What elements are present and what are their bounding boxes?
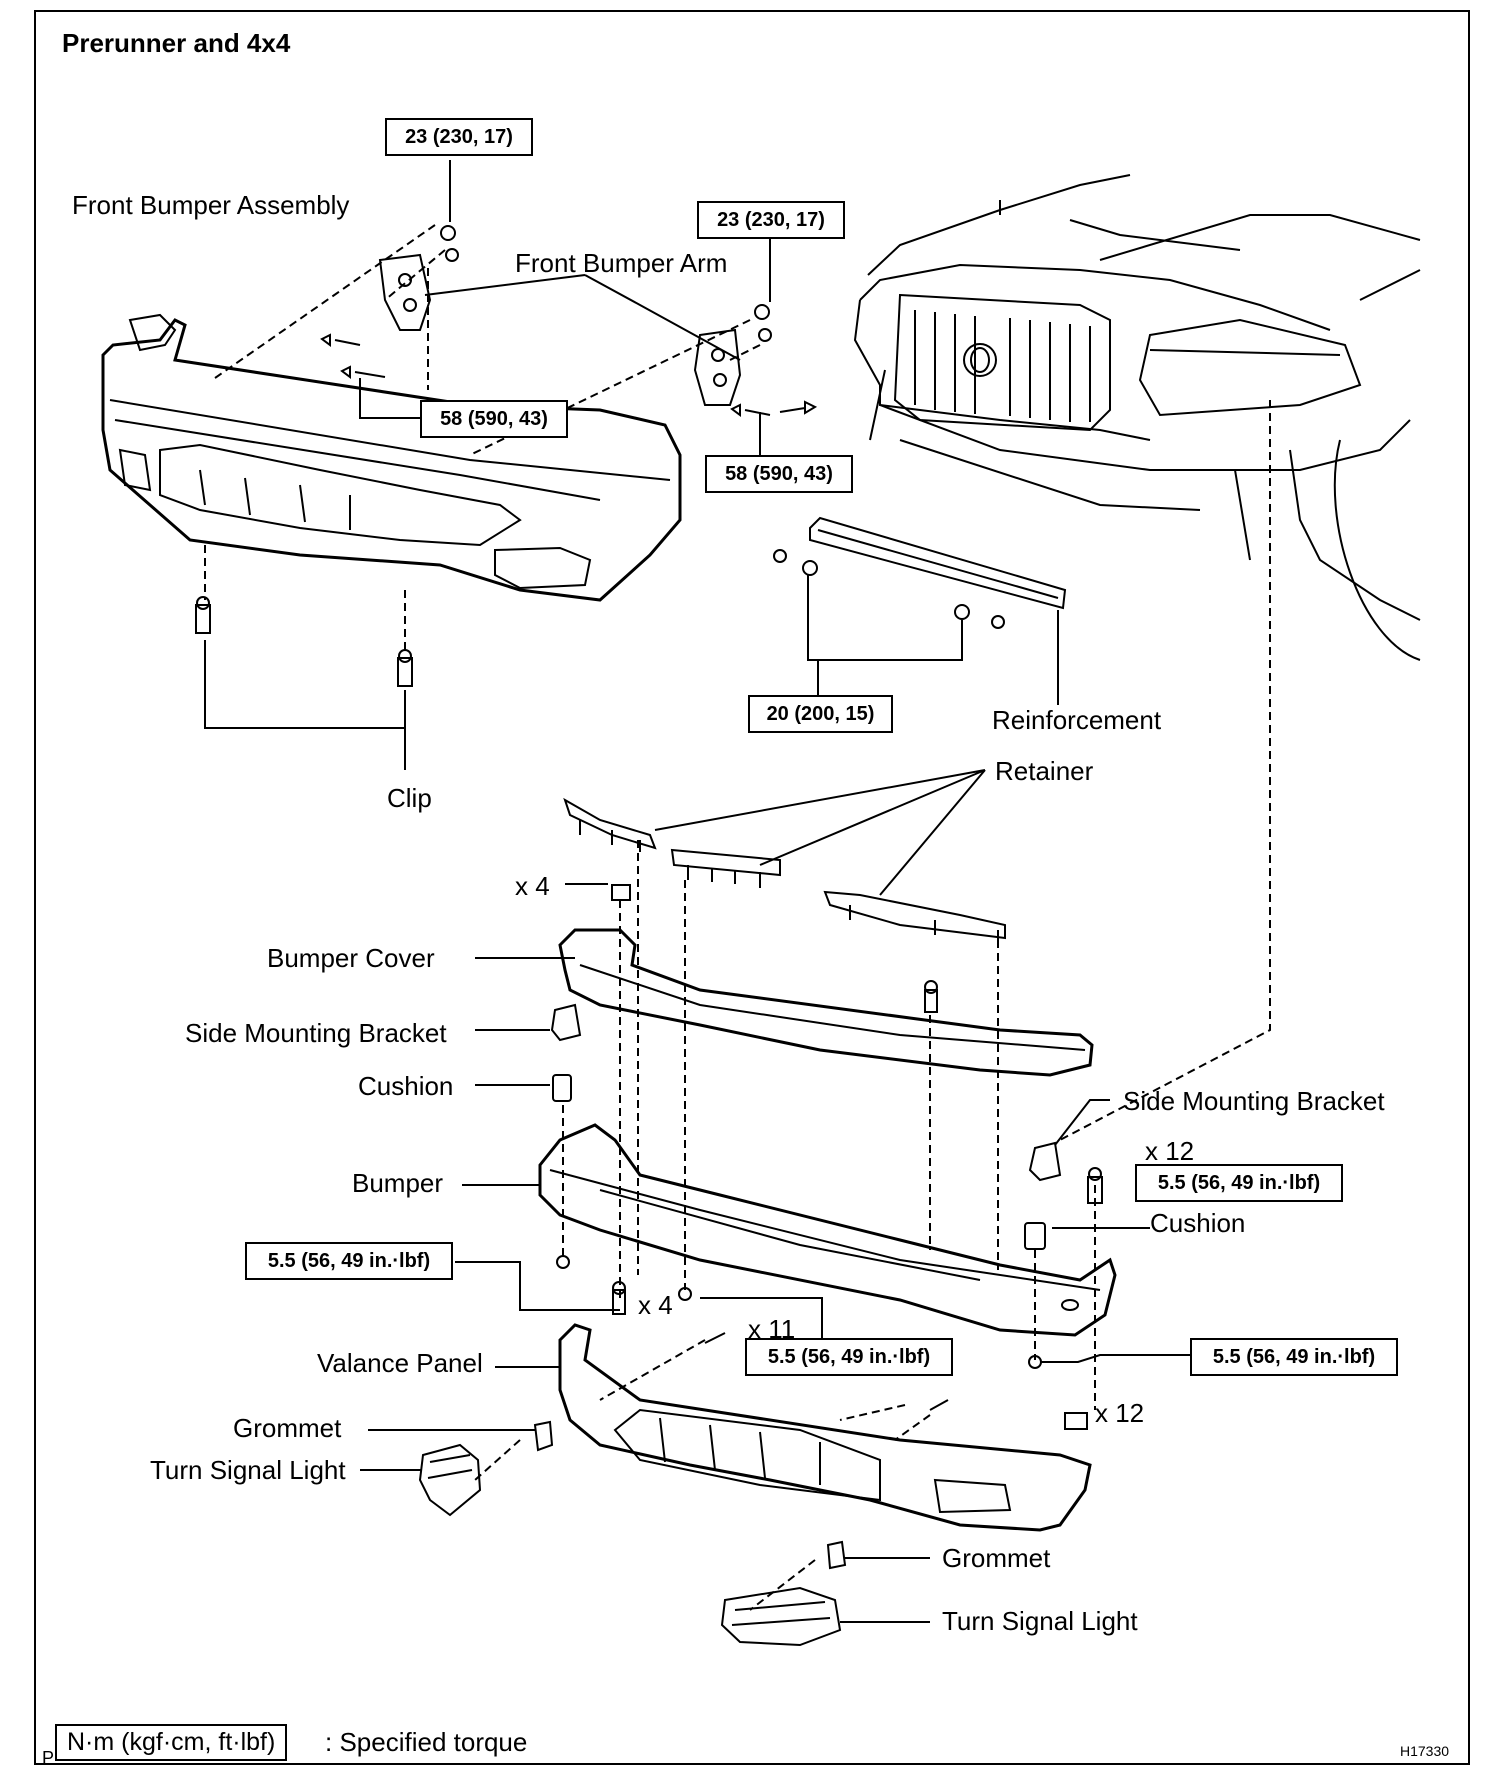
vehicle-front — [853, 174, 1421, 661]
legend-torque-unit: N·m (kgf·cm, ft·lbf) — [55, 1724, 288, 1761]
fasteners-lower — [455, 1167, 1190, 1430]
diagram-frame — [34, 10, 1470, 1765]
label-clip: Clip — [387, 783, 432, 813]
label-turn-signal-light-bottom: Turn Signal Light — [942, 1606, 1138, 1636]
alignment-lines — [474, 400, 1271, 1611]
diagram-title: Prerunner and 4x4 — [62, 28, 291, 58]
bumper-part — [462, 1123, 1117, 1337]
torque-box-arm-bolt-left: 58 (590, 43) — [420, 400, 568, 438]
label-side-mounting-bracket-right: Side Mounting Bracket — [1123, 1086, 1385, 1116]
label-valance-panel: Valance Panel — [317, 1348, 483, 1378]
label-x12-top: x 12 — [1145, 1136, 1195, 1166]
front-bumper-assembly — [101, 313, 682, 602]
torque-box-arm-nut-left: 23 (230, 17) — [385, 118, 533, 156]
figure-id: H17330 — [1400, 1743, 1450, 1759]
torque-box-arm-bolt-right: 58 (590, 43) — [705, 455, 853, 493]
bumper-cover-part — [475, 928, 1094, 1077]
legend-torque-meaning: : Specified torque — [325, 1727, 528, 1757]
retainer-parts — [563, 769, 1006, 944]
label-x11: x 11 — [748, 1314, 796, 1344]
label-x12-bottom: x 12 — [1095, 1398, 1145, 1428]
label-x4-top: x 4 — [515, 871, 550, 901]
label-front-bumper-assembly: Front Bumper Assembly — [72, 190, 350, 220]
grommet-and-lights — [360, 1420, 930, 1647]
label-side-mounting-bracket-left: Side Mounting Bracket — [185, 1018, 447, 1048]
front-bumper-arm-parts — [214, 160, 818, 456]
valance-panel-part — [495, 1323, 1092, 1532]
label-grommet-left: Grommet — [233, 1413, 342, 1443]
label-bumper: Bumper — [352, 1168, 444, 1198]
torque-box-valance-bolt: 5.5 (56, 49 in.·lbf) — [745, 1338, 953, 1376]
label-grommet-bottom: Grommet — [942, 1543, 1051, 1573]
brackets-and-cushions — [475, 1003, 1150, 1250]
clip-parts — [195, 545, 413, 770]
label-turn-signal-light-left: Turn Signal Light — [150, 1455, 346, 1485]
label-bumper-cover: Bumper Cover — [267, 943, 435, 973]
torque-box-cushion-nut-right: 5.5 (56, 49 in.·lbf) — [1190, 1338, 1398, 1376]
label-retainer: Retainer — [995, 756, 1094, 786]
torque-box-bracket-bolt-right: 5.5 (56, 49 in.·lbf) — [1135, 1164, 1343, 1202]
label-x4-bottom: x 4 — [638, 1290, 673, 1320]
label-front-bumper-arm: Front Bumper Arm — [515, 248, 728, 278]
corner-mark: P — [42, 1748, 55, 1768]
reinforcement-part — [773, 516, 1067, 705]
label-reinforcement: Reinforcement — [992, 705, 1162, 735]
torque-box-arm-nut-right: 23 (230, 17) — [697, 201, 845, 239]
torque-box-cushion-nut-left: 5.5 (56, 49 in.·lbf) — [245, 1242, 453, 1280]
torque-box-reinforcement: 20 (200, 15) — [748, 695, 893, 733]
label-cushion-left: Cushion — [358, 1071, 454, 1101]
label-cushion-right: Cushion — [1150, 1208, 1246, 1238]
